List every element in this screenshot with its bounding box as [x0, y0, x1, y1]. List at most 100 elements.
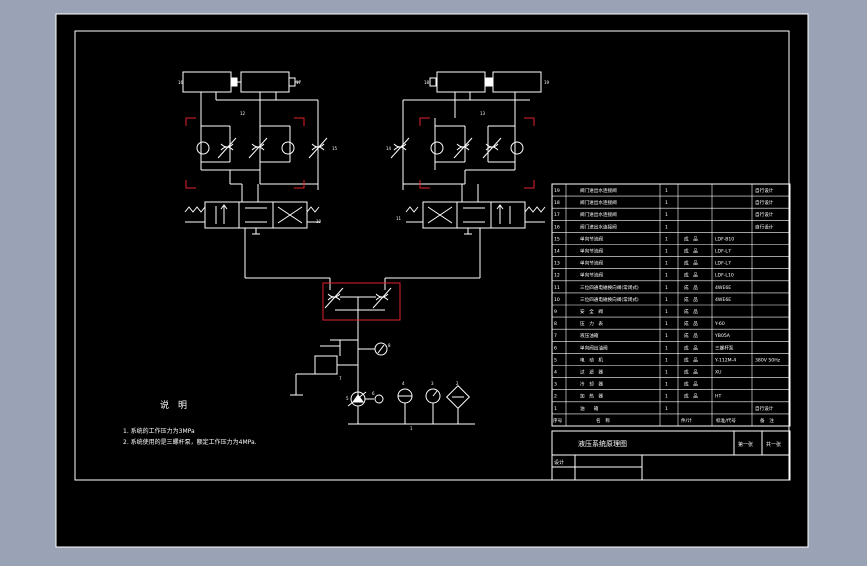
note-2: 2. 系统使用的是三螺杆泵，额定工作压力为4MPa.	[123, 438, 257, 446]
bom-row-name: 三位四通电磁换向阀(常闭式)	[580, 296, 639, 303]
bom-row-spec: Y-112M-4	[714, 357, 736, 363]
bom-row-name: 阀门进出水连接阀	[580, 223, 617, 230]
bom-row-name: 三位四通电磁换向阀(常闭式)	[580, 284, 639, 291]
bom-row-qty: 1	[665, 357, 668, 363]
bom-row-spec: LDF-B10	[715, 236, 734, 242]
bom-row-std: 成 品	[684, 308, 698, 315]
left-throttle-group	[196, 118, 328, 202]
highlight-right-group	[419, 117, 535, 189]
bom-row-qty: 1	[665, 212, 668, 218]
designer-label: 设计	[554, 459, 564, 466]
bom-row-qty: 1	[665, 273, 668, 279]
bom-row-qty: 1	[665, 297, 668, 303]
bom-row-name: 压 力 表	[580, 320, 603, 327]
bom-row-spec: XU	[715, 370, 722, 376]
bom-row-qty: 1	[665, 224, 668, 230]
bom-row-std: 成 品	[684, 320, 698, 327]
bom-row-no: 2	[554, 394, 557, 400]
bom-row-remark: 自行设计	[755, 223, 774, 230]
bom-row-qty: 1	[665, 321, 668, 327]
bom-row-name: 单向阀出油阀	[580, 344, 608, 351]
bom-row-std: 成 品	[684, 284, 698, 291]
bom-row-std: 成 品	[684, 296, 698, 303]
bom-row-no: 12	[554, 273, 560, 279]
note-1: 1. 系统的工作压力为3MPa	[123, 427, 195, 435]
bom-row-no: 17	[554, 212, 560, 218]
svg-text:14: 14	[386, 146, 392, 151]
svg-text:2: 2	[456, 381, 459, 386]
bom-row-remark: 自行设计	[755, 211, 774, 218]
bom-row-name: 油 箱	[580, 405, 599, 412]
right-cylinders	[402, 71, 542, 190]
bom-row-no: 1	[554, 406, 557, 412]
drawing-border-outer	[74, 30, 790, 481]
bom-row-no: 3	[554, 382, 557, 388]
svg-text:19: 19	[544, 80, 550, 85]
bom-row-std: 成 品	[684, 356, 698, 363]
pump-station	[290, 339, 475, 425]
highlight-left-group	[185, 117, 305, 189]
bom-row-std: 成 品	[684, 260, 698, 267]
bom-row-name: 阀门进出水连接阀	[580, 187, 617, 194]
bom-row-name: 冷 却 器	[580, 381, 603, 388]
bom-row-qty: 1	[665, 382, 668, 388]
bom-row-name: 阀门进出水连接阀	[580, 199, 617, 206]
bom-row-remark: 380V 50Hz	[755, 357, 781, 363]
bom-row-name: 加 热 器	[580, 393, 603, 400]
bom-row-remark: 自行设计	[755, 187, 774, 194]
right-throttle-group	[390, 118, 524, 202]
bom-row-name: 过 滤 器	[580, 369, 603, 376]
bom-row-no: 10	[554, 297, 560, 303]
bom-header-remark: 备 注	[760, 417, 774, 424]
right-directional-valve	[405, 201, 546, 278]
bom-row-spec: LDF-L7	[715, 249, 731, 255]
svg-text:6: 6	[372, 391, 375, 396]
bom-row-no: 11	[554, 285, 560, 291]
bom-row-qty: 1	[665, 200, 668, 206]
bom-row-spec: 三螺杆泵	[715, 344, 734, 351]
svg-text:4: 4	[402, 381, 405, 386]
bom-row-qty: 1	[665, 249, 668, 255]
highlight-central-block	[322, 282, 401, 321]
bom-header-no: 序号	[553, 417, 563, 424]
svg-text:3: 3	[431, 381, 434, 386]
bom-row-name: 液压油箱	[580, 332, 599, 339]
svg-text:12: 12	[240, 111, 246, 116]
bom-row-qty: 1	[665, 236, 668, 242]
bom-row-std: 成 品	[684, 369, 698, 376]
bom-row-no: 6	[554, 345, 557, 351]
bom-row-qty: 1	[665, 394, 668, 400]
central-throttle-block	[245, 277, 480, 340]
bom-row-name: 电 动 机	[580, 356, 603, 363]
bom-row-remark: 自行设计	[755, 199, 774, 206]
svg-text:1: 1	[410, 426, 413, 431]
bom-row-no: 15	[554, 236, 560, 242]
bom-row-qty: 1	[665, 285, 668, 291]
bom-row-qty: 1	[665, 345, 668, 351]
bom-row-qty: 1	[665, 333, 668, 339]
left-directional-valve	[184, 201, 320, 278]
svg-text:17: 17	[296, 80, 302, 85]
bom-row-spec: LDF-L10	[715, 273, 734, 279]
svg-text:5: 5	[346, 396, 349, 401]
sheet-edge	[55, 13, 809, 548]
svg-text:16: 16	[178, 80, 184, 85]
bom-row-qty: 1	[665, 188, 668, 194]
bom-row-no: 5	[554, 357, 557, 363]
bom-header-std: 标准/代号	[716, 417, 736, 424]
bom-row-std: 成 品	[684, 332, 698, 339]
bom-row-spec: LDF-L7	[715, 261, 731, 267]
svg-text:11: 11	[396, 216, 402, 221]
bom-row-name: 单向节流阀	[580, 235, 603, 242]
highlight-frames	[185, 117, 535, 321]
bom-row-no: 7	[554, 333, 557, 339]
bom-row-no: 13	[554, 261, 560, 267]
bom-row-std: 成 品	[684, 393, 698, 400]
drawing-title: 液压系统原理图	[578, 439, 627, 448]
bom-row-std: 成 品	[684, 248, 698, 255]
svg-text:8: 8	[388, 343, 391, 348]
